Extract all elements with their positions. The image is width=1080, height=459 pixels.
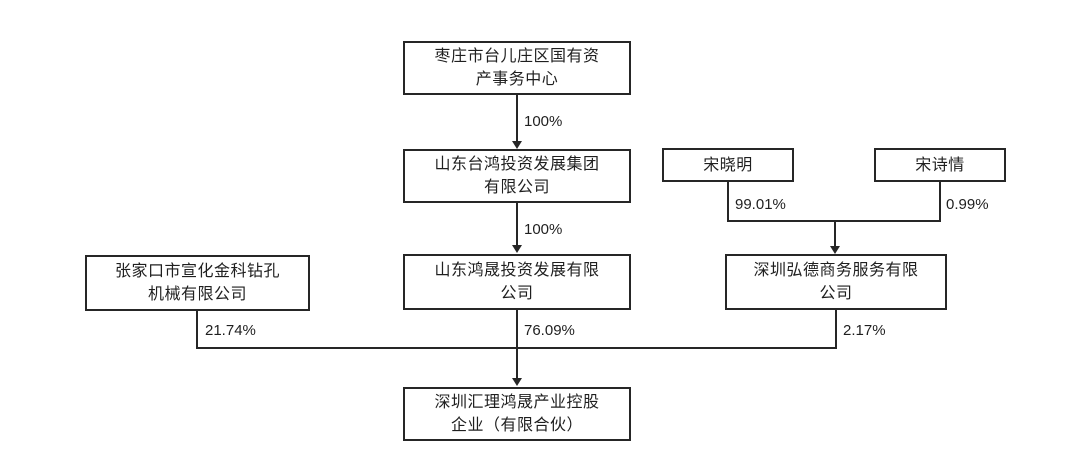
node-song-shiqing: 宋诗情 — [874, 148, 1006, 182]
ownership-label-shiqing-to-hongde: 0.99% — [946, 196, 989, 213]
node-label: 山东台鸿投资发展集团 — [434, 156, 600, 173]
arrow-down-icon — [830, 246, 840, 254]
edge-line-xiaoming-drop — [727, 182, 729, 222]
edge-line-merge-to-hongde — [834, 222, 836, 247]
node-label: 张家口市宣化金科钻孔 — [114, 263, 280, 280]
node-label: 宋诗情 — [915, 156, 965, 174]
node-song-xiaoming: 宋晓明 — [662, 148, 794, 182]
node-label: 公司 — [819, 285, 853, 302]
ownership-label-zhangjiakou-to-partnership: 21.74% — [205, 322, 256, 339]
ownership-label-state-to-taihong: 100% — [524, 113, 563, 130]
node-label: 宋晓明 — [703, 156, 753, 174]
node-huili-hongsheng-partnership: 深圳汇理鸿晟产业控股 企业（有限合伙） — [403, 387, 631, 441]
arrow-down-icon — [512, 245, 522, 253]
node-taihong-group: 山东台鸿投资发展集团 有限公司 — [403, 149, 631, 203]
arrow-down-icon — [512, 141, 522, 149]
node-zhangjiakou-jinke: 张家口市宣化金科钻孔 机械有限公司 — [85, 255, 310, 311]
node-label: 山东鸿晟投资发展有限 — [434, 262, 600, 279]
node-label: 机械有限公司 — [147, 286, 247, 303]
ownership-label-xiaoming-to-hongde: 99.01% — [735, 196, 786, 213]
node-label: 有限公司 — [483, 179, 550, 196]
node-state-asset-center: 枣庄市台儿庄区国有资 产事务中心 — [403, 41, 631, 95]
edge-line-zhangjiakou-drop — [196, 311, 198, 349]
edge-line-state-to-taihong — [516, 95, 518, 142]
node-label: 深圳弘德商务服务有限 — [753, 262, 919, 279]
ownership-label-taihong-to-hongsheng: 100% — [524, 221, 563, 238]
edge-line-taihong-to-hongsheng — [516, 203, 518, 246]
edge-line-song-merge — [727, 220, 941, 222]
node-label: 公司 — [500, 285, 534, 302]
arrow-down-icon — [512, 378, 522, 386]
edge-line-hongsheng-to-partnership — [516, 310, 518, 379]
node-label: 产事务中心 — [475, 71, 559, 88]
node-hongde-business: 深圳弘德商务服务有限 公司 — [725, 254, 947, 310]
node-label: 枣庄市台儿庄区国有资 — [434, 48, 600, 65]
node-hongsheng-invest: 山东鸿晟投资发展有限 公司 — [403, 254, 631, 310]
ownership-label-hongde-to-partnership: 2.17% — [843, 322, 886, 339]
node-label: 企业（有限合伙） — [450, 417, 583, 434]
edge-line-hongde-drop — [835, 310, 837, 349]
ownership-label-hongsheng-to-partnership: 76.09% — [524, 322, 575, 339]
edge-line-shiqing-drop — [939, 182, 941, 222]
node-label: 深圳汇理鸿晟产业控股 — [434, 394, 600, 411]
